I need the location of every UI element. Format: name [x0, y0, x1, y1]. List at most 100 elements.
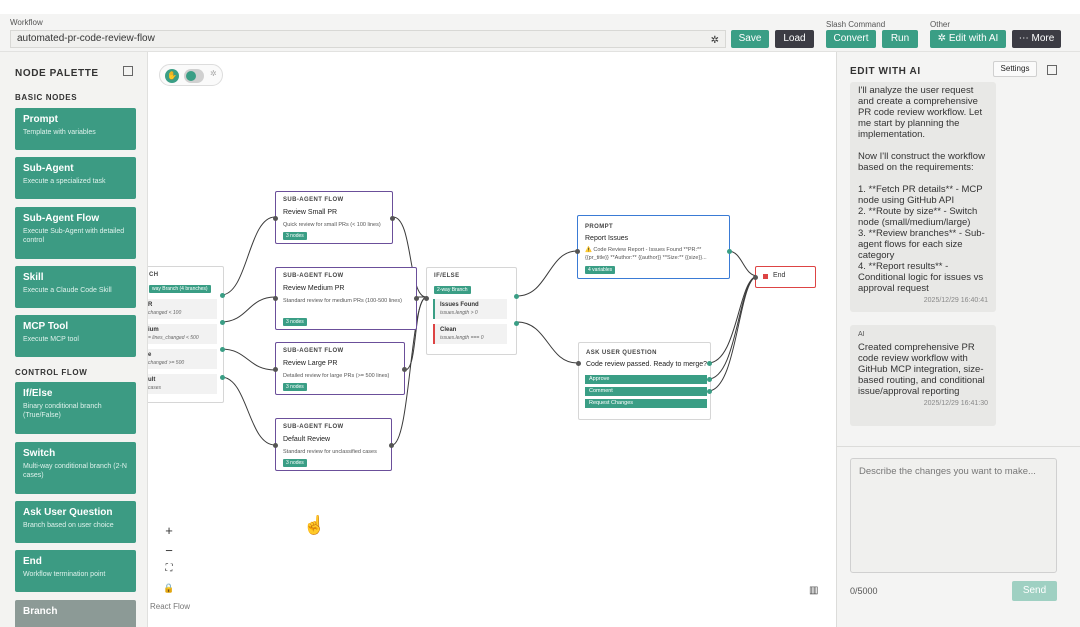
more-button[interactable]: ⋯ More — [1012, 30, 1061, 48]
collapse-panel-icon[interactable] — [1047, 65, 1057, 75]
ask-user-question-node[interactable]: ASK USER QUESTION Code review passed. Re… — [576, 342, 712, 420]
palette-node-switch[interactable]: Switch Multi-way conditional branch (2-N… — [15, 442, 136, 494]
magic-wand-icon[interactable]: ✲ — [710, 35, 719, 46]
react-flow-attribution[interactable]: React Flow — [150, 602, 191, 611]
message-role: AI — [858, 331, 865, 338]
edit-request-textarea[interactable]: Describe the changes you want to make... — [850, 458, 1057, 573]
palette-node-desc: Execute a Claude Code Skill — [23, 287, 112, 294]
palette-node-title: Ask User Question — [23, 507, 113, 518]
switch-case-row: ult cases — [148, 374, 217, 394]
output-handle[interactable] — [707, 389, 712, 394]
settings-button[interactable]: Settings — [993, 61, 1037, 77]
input-handle[interactable] — [273, 216, 278, 221]
palette-node-title: Sub-Agent — [23, 163, 74, 174]
option-request-changes[interactable]: Request Changes — [585, 399, 707, 408]
subflow-node-small[interactable]: SUB-AGENT FLOW Review Small PR Quick rev… — [273, 191, 395, 244]
palette-node-end[interactable]: End Workflow termination point — [15, 550, 136, 592]
workflow-canvas[interactable]: ✋ ✲ CH way Branch (4 branches) R chang — [148, 52, 836, 627]
node-description: Standard review for unclassified cases — [283, 449, 377, 455]
message-timestamp: 2025/12/29 16:40:41 — [923, 297, 988, 304]
node-name: Review Small PR — [283, 209, 338, 216]
node-type-label: SUB-AGENT FLOW — [283, 424, 344, 430]
chat-message: I'll analyze the user request and create… — [850, 82, 996, 312]
palette-node-ask-user-question[interactable]: Ask User Question Branch based on user c… — [15, 501, 136, 543]
node-count-badge: 3 nodes — [283, 383, 307, 391]
convert-button[interactable]: Convert — [826, 30, 876, 48]
output-handle[interactable] — [220, 347, 225, 352]
collapse-palette-icon[interactable] — [123, 66, 133, 76]
palette-node-title: Skill — [23, 272, 44, 283]
input-handle[interactable] — [576, 361, 581, 366]
input-handle[interactable] — [424, 296, 429, 301]
branch-expression: issues.length > 0 — [440, 310, 478, 316]
palette-node-desc: Workflow termination point — [23, 571, 106, 578]
false-output-handle[interactable] — [514, 321, 519, 326]
palette-node-prompt[interactable]: Prompt Template with variables — [15, 108, 136, 150]
input-handle[interactable] — [753, 275, 758, 280]
subflow-node-large[interactable]: SUB-AGENT FLOW Review Large PR Detailed … — [273, 342, 407, 395]
prompt-node-report-issues[interactable]: PROMPT Report Issues ⚠️ Code Review Repo… — [575, 215, 732, 279]
minimap-icon[interactable]: ▥ — [809, 585, 819, 596]
palette-node-sub-agent-flow[interactable]: Sub-Agent Flow Execute Sub-Agent with de… — [15, 207, 136, 259]
output-handle[interactable] — [414, 296, 419, 301]
output-handle[interactable] — [402, 367, 407, 372]
basic-nodes-heading: BASIC NODES — [15, 93, 78, 102]
palette-node-skill[interactable]: Skill Execute a Claude Code Skill — [15, 266, 136, 308]
fit-view-button[interactable]: ⛶ — [158, 563, 180, 581]
message-text: I'll analyze the user request and create… — [858, 85, 985, 294]
palette-node-desc: Execute Sub-Agent with detailed control — [23, 228, 125, 244]
input-handle[interactable] — [273, 296, 278, 301]
subflow-node-default[interactable]: SUB-AGENT FLOW Default Review Standard r… — [273, 418, 394, 471]
switch-case-row: ium = lines_changed < 500 — [148, 324, 217, 344]
output-handle[interactable] — [220, 320, 225, 325]
output-handle[interactable] — [707, 377, 712, 382]
input-handle[interactable] — [273, 367, 278, 372]
true-branch-row: Issues Found issues.length > 0 — [433, 299, 507, 319]
workflow-name-input[interactable]: automated-pr-code-review-flow ✲ — [10, 30, 726, 48]
edit-with-ai-panel: EDIT WITH AI Settings I'll analyze the u… — [836, 52, 1080, 627]
palette-node-branch[interactable]: Branch — [15, 600, 136, 627]
lock-button[interactable]: 🔒 — [158, 583, 180, 601]
output-handle[interactable] — [727, 249, 732, 254]
edit-with-ai-button[interactable]: ✲ Edit with AI — [930, 30, 1006, 48]
if-else-node[interactable]: IF/ELSE 2-way Branch Issues Found issues… — [424, 267, 519, 355]
option-comment[interactable]: Comment — [585, 387, 707, 396]
palette-node-desc: Binary conditional branch (True/False) — [23, 403, 102, 419]
output-handle[interactable] — [389, 443, 394, 448]
output-handle[interactable] — [707, 361, 712, 366]
save-button[interactable]: Save — [731, 30, 769, 48]
edit-with-ai-label: Edit with AI — [948, 33, 999, 44]
option-approve[interactable]: Approve — [585, 375, 707, 384]
case-name: ult — [148, 377, 156, 383]
mode-switch[interactable] — [184, 69, 204, 83]
zoom-in-button[interactable]: + — [158, 523, 180, 541]
character-count: 0/5000 — [850, 586, 878, 596]
branch-name: Clean — [440, 327, 457, 333]
output-handle[interactable] — [220, 375, 225, 380]
palette-node-title: Sub-Agent Flow — [23, 213, 100, 224]
switch-node[interactable]: CH way Branch (4 branches) R changed < 1… — [148, 266, 225, 403]
palette-node-title: Prompt — [23, 114, 58, 125]
input-handle[interactable] — [273, 443, 278, 448]
palette-node-mcp-tool[interactable]: MCP Tool Execute MCP tool — [15, 315, 136, 357]
output-handle[interactable] — [390, 216, 395, 221]
subflow-node-medium[interactable]: SUB-AGENT FLOW Review Medium PR Standard… — [273, 267, 419, 330]
run-button[interactable]: Run — [882, 30, 918, 48]
hand-mode-icon[interactable]: ✋ — [165, 69, 179, 83]
node-type-label: ASK USER QUESTION — [586, 350, 657, 356]
palette-node-title: MCP Tool — [23, 321, 69, 332]
end-node[interactable]: End — [753, 266, 816, 288]
palette-node-sub-agent[interactable]: Sub-Agent Execute a specialized task — [15, 157, 136, 199]
interaction-mode-toggle[interactable]: ✋ ✲ — [159, 64, 223, 86]
output-handle[interactable] — [220, 293, 225, 298]
zoom-out-button[interactable]: − — [158, 543, 180, 561]
sparkle-icon: ✲ — [937, 33, 947, 44]
true-output-handle[interactable] — [514, 294, 519, 299]
load-button[interactable]: Load — [775, 30, 814, 48]
select-mode-icon[interactable]: ✲ — [210, 69, 217, 78]
palette-node-if-else[interactable]: If/Else Binary conditional branch (True/… — [15, 382, 136, 434]
node-name: Review Medium PR — [283, 285, 345, 292]
input-handle[interactable] — [575, 249, 580, 254]
send-button[interactable]: Send — [1012, 581, 1057, 601]
node-description: Standard review for medium PRs (100-500 … — [283, 298, 402, 304]
